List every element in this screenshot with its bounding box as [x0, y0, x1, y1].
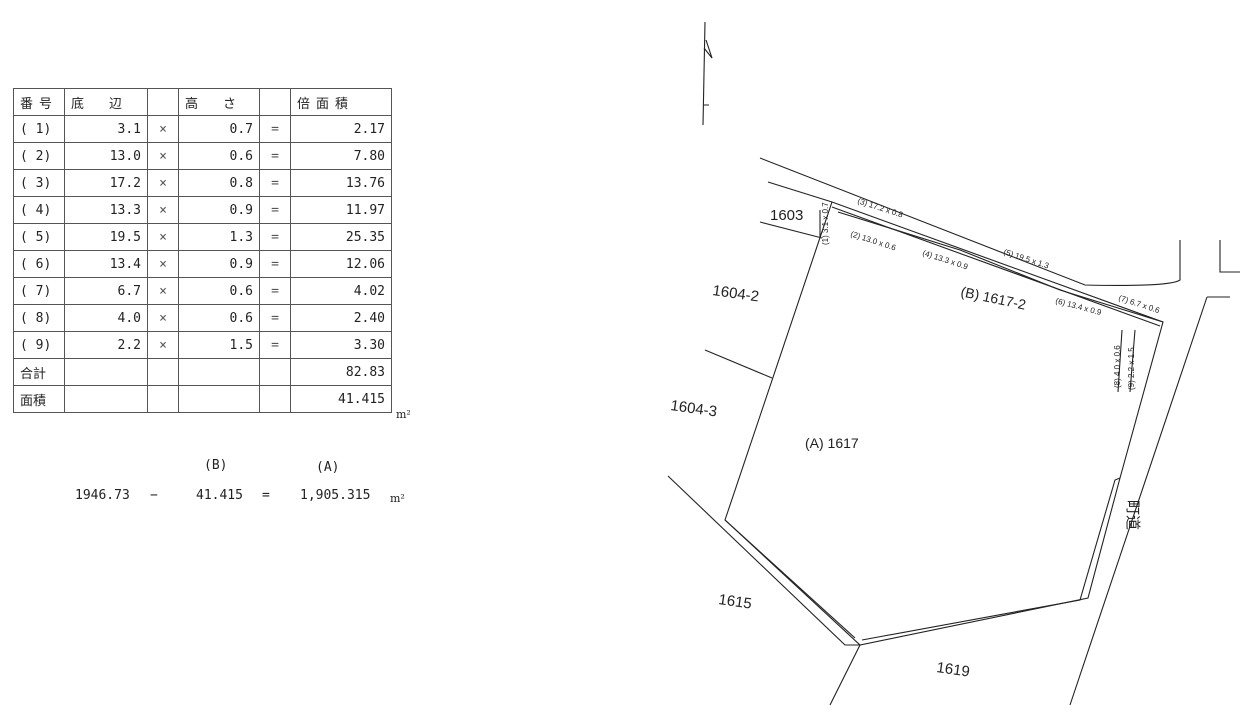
- cell-no: ( 7): [12, 277, 66, 305]
- cell-area: 12.06: [290, 250, 393, 278]
- cell-op: ×: [147, 142, 180, 170]
- cell-no: ( 2): [12, 142, 66, 170]
- table-row: ( 7)6.7×0.6=4.02: [12, 277, 393, 305]
- formula-label-a: (A): [316, 460, 340, 475]
- segment-5: (5) 19.5 x 1.3: [1002, 247, 1050, 270]
- cell-height: 0.9: [178, 196, 261, 224]
- north-arrow: [702, 21, 713, 126]
- area-unit: m²: [396, 408, 411, 421]
- road-label: 町道: [1124, 500, 1141, 530]
- cell-eq: =: [259, 304, 292, 332]
- cell-height: 0.6: [178, 277, 261, 305]
- cell-no: ( 4): [12, 196, 66, 224]
- formula-minus: −: [150, 488, 158, 503]
- cell-base: 2.2: [64, 331, 149, 359]
- cell-no: ( 8): [12, 304, 66, 332]
- cell-no: ( 3): [12, 169, 66, 197]
- parcel-1604-3: 1604-3: [669, 397, 718, 420]
- area-row: 面積 41.415: [12, 385, 393, 413]
- cell-area: 25.35: [290, 223, 393, 251]
- segment-1: (1) 3.1 x 0.7: [821, 202, 830, 245]
- cell-area: 2.40: [290, 304, 393, 332]
- parcel-1615: 1615: [717, 591, 752, 612]
- formula-label-b: (B): [204, 458, 228, 473]
- formula-b: 41.415: [196, 488, 243, 503]
- cell-op: ×: [147, 250, 180, 278]
- parcel-1619: 1619: [935, 659, 970, 680]
- cell-height: 0.6: [178, 304, 261, 332]
- cell-op: ×: [147, 115, 180, 143]
- segment-3: (3) 17.2 x 0.8: [856, 196, 904, 219]
- cell-op: ×: [147, 196, 180, 224]
- segment-6: (6) 13.4 x 0.9: [1054, 296, 1102, 317]
- cell-no: ( 5): [12, 223, 66, 251]
- cell-height: 0.8: [178, 169, 261, 197]
- cell-base: 13.3: [64, 196, 149, 224]
- cell-eq: =: [259, 196, 292, 224]
- parcel-b-1617-2: (B) 1617-2: [959, 283, 1027, 312]
- cell-no: ( 6): [12, 250, 66, 278]
- cell-area: 3.30: [290, 331, 393, 359]
- table-header: 番号 底 辺 高 さ 倍面積: [12, 88, 393, 116]
- cell-eq: =: [259, 250, 292, 278]
- formula-unit: m²: [390, 492, 405, 505]
- area-value: 41.415: [290, 385, 393, 413]
- segment-9: (9) 2.2 x 1.5: [1127, 347, 1136, 390]
- cell-height: 0.7: [178, 115, 261, 143]
- formula-eq: =: [262, 488, 270, 503]
- boundary-lines: [667, 157, 1240, 706]
- header-double-area: 倍面積: [290, 88, 393, 116]
- formula-a: 1,905.315: [300, 488, 371, 503]
- cell-op: ×: [147, 304, 180, 332]
- total-value: 82.83: [290, 358, 393, 386]
- header-height: 高 さ: [178, 88, 261, 116]
- segment-4: (4) 13.3 x 0.9: [921, 248, 969, 271]
- table-row: ( 5)19.5×1.3=25.35: [12, 223, 393, 251]
- area-calculation-table: 番号 底 辺 高 さ 倍面積 ( 1)3.1×0.7=2.17( 2)13.0×…: [12, 88, 393, 413]
- table-row: ( 3)17.2×0.8=13.76: [12, 169, 393, 197]
- formula-total: 1946.73: [75, 488, 130, 503]
- cell-base: 6.7: [64, 277, 149, 305]
- area-label: 面積: [12, 385, 66, 413]
- cell-eq: =: [259, 142, 292, 170]
- cell-area: 7.80: [290, 142, 393, 170]
- parcel-1603: 1603: [770, 207, 803, 224]
- header-number: 番号: [12, 88, 66, 116]
- table-row: ( 1)3.1×0.7=2.17: [12, 115, 393, 143]
- cell-height: 1.5: [178, 331, 261, 359]
- parcel-1604-2: 1604-2: [711, 282, 760, 305]
- segment-2: (2) 13.0 x 0.6: [849, 229, 897, 252]
- table-row: ( 4)13.3×0.9=11.97: [12, 196, 393, 224]
- table-row: ( 9)2.2×1.5=3.30: [12, 331, 393, 359]
- cell-area: 13.76: [290, 169, 393, 197]
- segment-8: (8) 4.0 x 0.6: [1113, 345, 1122, 388]
- header-base: 底 辺: [64, 88, 149, 116]
- cell-no: ( 9): [12, 331, 66, 359]
- cell-base: 17.2: [64, 169, 149, 197]
- cell-op: ×: [147, 277, 180, 305]
- cell-height: 1.3: [178, 223, 261, 251]
- segment-7: (7) 6.7 x 0.6: [1117, 293, 1161, 315]
- cell-area: 2.17: [290, 115, 393, 143]
- parcel-a-1617: (A) 1617: [805, 435, 859, 451]
- cell-op: ×: [147, 223, 180, 251]
